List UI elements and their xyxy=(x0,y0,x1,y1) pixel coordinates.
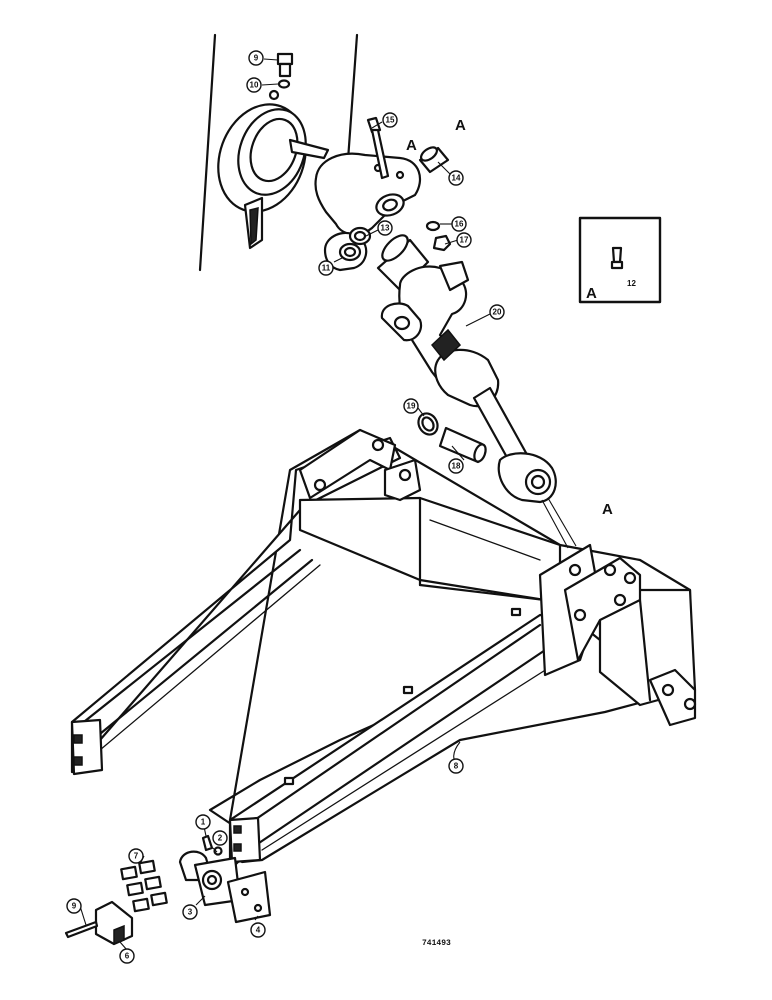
svg-text:2: 2 xyxy=(218,834,223,843)
thrust-collar xyxy=(217,89,330,250)
callout-19: 19 xyxy=(403,398,419,414)
callout-13: 13 xyxy=(377,220,393,236)
svg-text:20: 20 xyxy=(493,308,502,317)
washer-16-nut-17 xyxy=(425,220,452,252)
loader-frame xyxy=(70,428,697,872)
callout-9-bottom: 9 xyxy=(66,898,82,914)
svg-text:4: 4 xyxy=(256,926,261,935)
pin-18-ring-19 xyxy=(417,412,487,464)
callout-9-top: 9 xyxy=(248,50,264,66)
svg-text:13: 13 xyxy=(381,224,390,233)
callout-16: 16 xyxy=(451,216,467,232)
callout-20: 20 xyxy=(489,304,505,320)
callout-10: 10 xyxy=(246,77,262,93)
callout-17: 17 xyxy=(456,232,472,248)
callout-18: 18 xyxy=(448,458,464,474)
svg-text:11: 11 xyxy=(322,264,331,273)
svg-text:16: 16 xyxy=(455,220,464,229)
callout-15: 15 xyxy=(382,112,398,128)
lower-bracket-assembly xyxy=(64,834,272,946)
svg-text:9: 9 xyxy=(254,54,259,63)
callout-7: 7 xyxy=(128,848,144,864)
svg-text:8: 8 xyxy=(454,762,459,771)
detail-box-12 xyxy=(578,216,662,304)
callout-3: 3 xyxy=(182,904,198,920)
svg-text:9: 9 xyxy=(72,902,77,911)
frame-edge-lines xyxy=(198,33,359,272)
callout-1: 1 xyxy=(195,814,211,830)
callout-2: 2 xyxy=(212,830,228,846)
lift-cylinder xyxy=(376,234,557,504)
svg-text:14: 14 xyxy=(452,174,461,183)
svg-text:19: 19 xyxy=(407,402,416,411)
callout-6: 6 xyxy=(119,948,135,964)
svg-text:18: 18 xyxy=(452,462,461,471)
svg-text:6: 6 xyxy=(125,952,130,961)
label-a-detail: A xyxy=(586,285,597,302)
cylinder-leader xyxy=(541,497,577,549)
figure-reference-number: 741493 xyxy=(422,939,451,948)
svg-text:7: 7 xyxy=(134,852,139,861)
detail-number-12: 12 xyxy=(627,279,636,288)
bolt-15 xyxy=(366,116,390,180)
callout-11: 11 xyxy=(318,260,334,276)
svg-text:17: 17 xyxy=(460,236,469,245)
callout-8: 8 xyxy=(448,758,464,774)
callout-14: 14 xyxy=(448,170,464,186)
label-a-top-right: A xyxy=(455,117,466,134)
label-a-frame: A xyxy=(602,501,613,518)
callout-4: 4 xyxy=(250,922,266,938)
anchor-bracket xyxy=(314,152,422,272)
bolt-and-washer-top xyxy=(276,52,294,89)
svg-text:15: 15 xyxy=(386,116,395,125)
svg-text:1: 1 xyxy=(201,818,206,827)
svg-text:10: 10 xyxy=(250,81,259,90)
label-a-top-left: A xyxy=(406,137,417,154)
pin-14 xyxy=(418,146,450,174)
svg-text:3: 3 xyxy=(188,908,193,917)
